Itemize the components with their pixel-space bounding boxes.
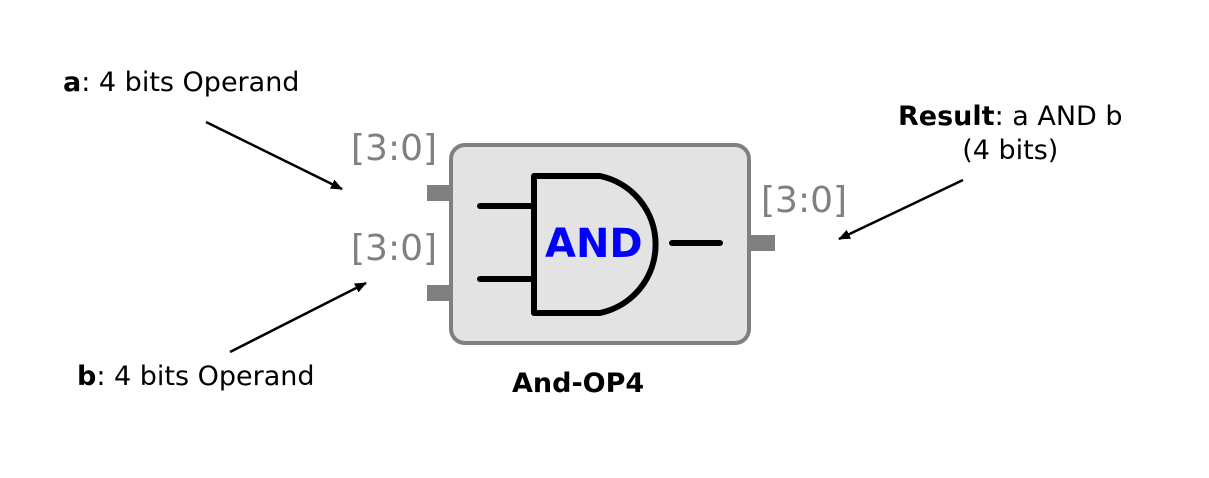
output-description: : a AND b xyxy=(994,101,1123,132)
output-annotation-line2: (4 bits) xyxy=(962,134,1059,166)
output-port-result xyxy=(751,235,775,251)
and-gate-symbol xyxy=(531,173,659,316)
input-b-name: b xyxy=(77,361,97,392)
output-name: Result xyxy=(898,101,995,132)
component-box xyxy=(449,143,751,345)
input-b-description: : 4 bits Operand xyxy=(96,361,315,392)
gate-label: AND xyxy=(545,221,643,267)
input-port-b xyxy=(427,285,451,301)
output-annotation-line1: Result: a AND b xyxy=(898,100,1123,134)
input-a-bus-label: [3:0] xyxy=(351,128,438,169)
input-a-description: : 4 bits Operand xyxy=(81,67,300,98)
input-port-a xyxy=(427,185,451,201)
input-a-name: a xyxy=(63,67,82,98)
input-b-annotation: b: 4 bits Operand xyxy=(77,360,315,394)
output-annotation: Result: a AND b (4 bits) xyxy=(898,100,1123,168)
arrow-to-input-a xyxy=(205,120,343,191)
component-name: And-OP4 xyxy=(512,368,645,399)
input-b-bus-label: [3:0] xyxy=(351,228,438,269)
arrow-to-output xyxy=(838,178,964,241)
input-a-annotation: a: 4 bits Operand xyxy=(63,66,299,100)
output-bus-label: [3:0] xyxy=(761,180,848,221)
arrow-to-input-b xyxy=(229,281,367,354)
